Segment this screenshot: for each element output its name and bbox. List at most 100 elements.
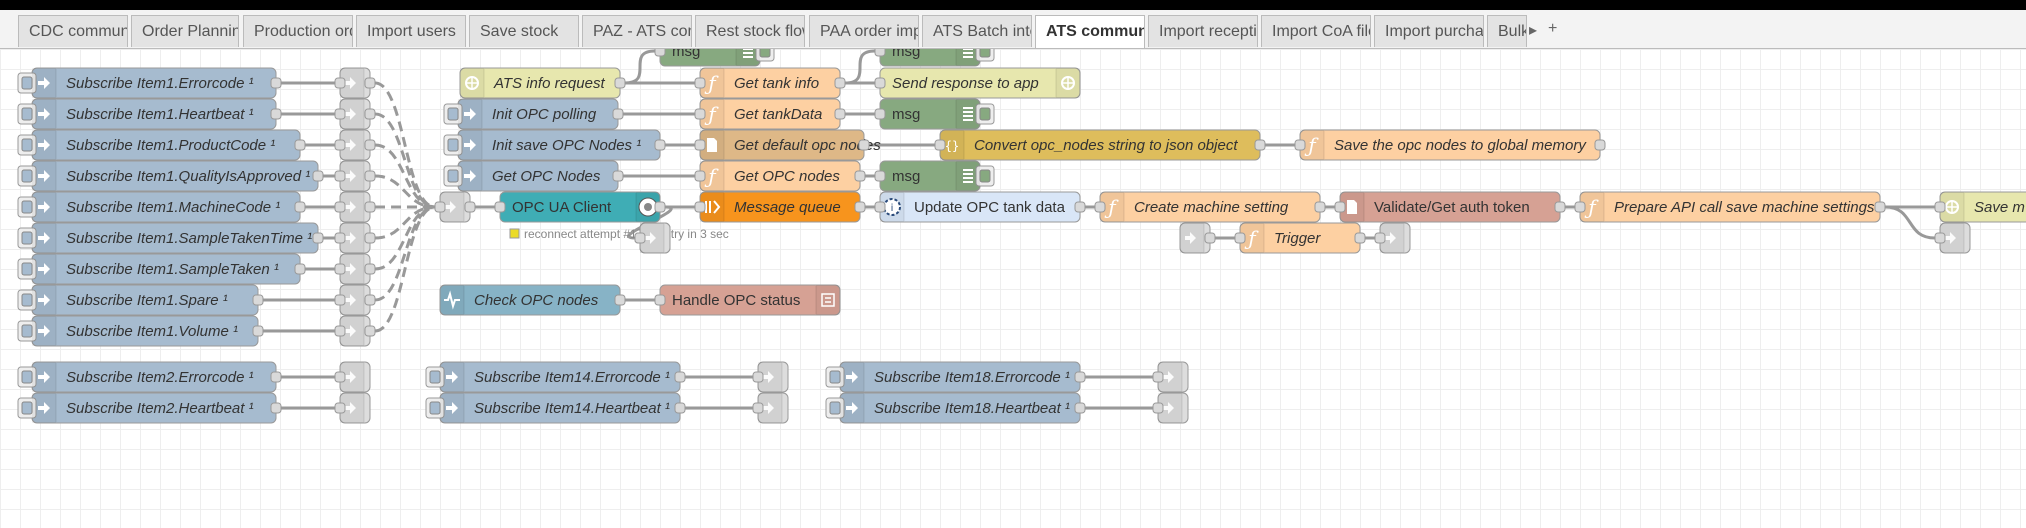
wire[interactable] bbox=[844, 49, 876, 85]
link-in-node-output-port[interactable] bbox=[464, 201, 476, 213]
add-tab-icon[interactable]: + bbox=[1548, 20, 1558, 37]
inject-get-opc-nodes[interactable]: Get OPC Nodes bbox=[443, 160, 624, 192]
function-update-opc-tank-data-output-port[interactable] bbox=[1074, 201, 1086, 213]
subscribe-node-sub1-productcode-button[interactable] bbox=[17, 134, 37, 156]
subscribe-node-sub1-errorcode-button[interactable] bbox=[17, 72, 37, 94]
opc-ua-client-node-output-port[interactable] bbox=[654, 201, 666, 213]
subscribe-node-sub18-errorcode[interactable]: Subscribe Item18.Errorcode ¹ bbox=[825, 361, 1086, 393]
tab-import-reception-file[interactable]: Import reception file bbox=[1148, 15, 1258, 47]
wire[interactable] bbox=[374, 205, 436, 333]
link-out-sub1-productcode-output-port[interactable] bbox=[364, 139, 376, 151]
function-validate-auth-token-input-port[interactable] bbox=[1334, 201, 1346, 213]
function-get-tank-info-input-port[interactable] bbox=[694, 77, 706, 89]
http-in-ats-info-request[interactable]: ATS info request bbox=[459, 67, 626, 99]
subscribe-node-sub18-errorcode-output-port[interactable] bbox=[1074, 371, 1086, 383]
tab-rest-stock-flow[interactable]: Rest stock flow bbox=[695, 15, 805, 47]
subscribe-node-sub1-heartbeat[interactable]: Subscribe Item1.Heartbeat ¹ bbox=[17, 98, 282, 130]
debug-msg-top-right-toggle[interactable] bbox=[975, 49, 995, 62]
link-out-sub1-errorcode-output-port[interactable] bbox=[364, 77, 376, 89]
function-handle-opc-status-input-port[interactable] bbox=[654, 294, 666, 306]
tab-import-coa-files[interactable]: Import CoA files bbox=[1261, 15, 1371, 47]
debug-msg-top[interactable]: msg bbox=[654, 49, 775, 67]
link-out-sub1-volume[interactable] bbox=[334, 315, 376, 347]
tab-order-planning[interactable]: Order Planning bbox=[131, 15, 239, 47]
tab-import-users[interactable]: Import users bbox=[356, 15, 466, 47]
function-get-tankdata-output-port[interactable] bbox=[834, 108, 846, 120]
subscribe-node-sub1-volume-output-port[interactable] bbox=[252, 325, 264, 337]
wire[interactable] bbox=[374, 174, 436, 209]
link-in-node[interactable] bbox=[434, 191, 476, 223]
function-prepare-api-call-output-port[interactable] bbox=[1874, 201, 1886, 213]
link-out-sub1-productcode-input-port[interactable] bbox=[334, 139, 346, 151]
subscribe-node-sub1-sampletaken-button[interactable] bbox=[17, 258, 37, 280]
subscribe-node-sub1-errorcode-output-port[interactable] bbox=[270, 77, 282, 89]
debug-msg-opc-nodes[interactable]: msg bbox=[874, 160, 995, 192]
link-out-sub18-errorcode-input-port[interactable] bbox=[1152, 371, 1164, 383]
http-response-send-response-input-port[interactable] bbox=[874, 77, 886, 89]
prepare-link-out-input-port[interactable] bbox=[1934, 232, 1946, 244]
subscribe-node-sub14-heartbeat-output-port[interactable] bbox=[674, 402, 686, 414]
inject-init-opc-polling-output-port[interactable] bbox=[612, 108, 624, 120]
subscribe-node-sub1-productcode-output-port[interactable] bbox=[294, 139, 306, 151]
subscribe-node-sub14-errorcode[interactable]: Subscribe Item14.Errorcode ¹ bbox=[425, 361, 686, 393]
subscribe-node-sub1-spare-button[interactable] bbox=[17, 289, 37, 311]
tab-scroll-right-icon[interactable]: ▸ bbox=[1529, 22, 1538, 39]
link-out-sub1-heartbeat[interactable] bbox=[334, 98, 376, 130]
http-in-ats-info-request-output-port[interactable] bbox=[614, 77, 626, 89]
subscribe-node-sub2-errorcode[interactable]: Subscribe Item2.Errorcode ¹ bbox=[17, 361, 282, 393]
debug-msg-top-right[interactable]: msg bbox=[874, 49, 995, 67]
subscribe-node-sub18-errorcode-button[interactable] bbox=[825, 366, 845, 388]
function-handle-opc-status[interactable]: Handle OPC status bbox=[654, 284, 841, 316]
json-convert-opc-nodes-output-port[interactable] bbox=[1254, 139, 1266, 151]
subscribe-node-sub1-machinecode[interactable]: Subscribe Item1.MachineCode ¹ bbox=[17, 191, 306, 223]
tab-cdc-communication[interactable]: CDC communicatio bbox=[18, 15, 128, 47]
function-create-machine-setting-input-port[interactable] bbox=[1094, 201, 1106, 213]
subscribe-node-sub14-errorcode-output-port[interactable] bbox=[674, 371, 686, 383]
inject-get-opc-nodes-button[interactable] bbox=[443, 165, 463, 187]
function-create-machine-setting-output-port[interactable] bbox=[1314, 201, 1326, 213]
link-out-sub1-spare-input-port[interactable] bbox=[334, 294, 346, 306]
prepare-link-out[interactable] bbox=[1934, 222, 1971, 254]
subscribe-node-sub2-heartbeat[interactable]: Subscribe Item2.Heartbeat ¹ bbox=[17, 392, 282, 424]
wire[interactable] bbox=[374, 205, 436, 240]
subscribe-node-sub14-heartbeat-button[interactable] bbox=[425, 397, 445, 419]
subscribe-node-sub1-spare[interactable]: Subscribe Item1.Spare ¹ bbox=[17, 284, 264, 316]
template-get-default-opc-nodes[interactable]: Get default opc nodes bbox=[694, 129, 881, 161]
function-update-opc-tank-data-input-port[interactable] bbox=[874, 201, 886, 213]
debug-msg-tankdata-input-port[interactable] bbox=[874, 108, 886, 120]
json-convert-opc-nodes[interactable]: {}Convert opc_nodes string to json objec… bbox=[934, 129, 1266, 161]
debug-msg-top-toggle[interactable] bbox=[755, 49, 775, 62]
wire[interactable] bbox=[374, 81, 436, 209]
debug-msg-opc-nodes-toggle[interactable] bbox=[975, 165, 995, 187]
tab-ats-communication[interactable]: ATS communicatio bbox=[1035, 15, 1145, 48]
link-out-sub1-machinecode-output-port[interactable] bbox=[364, 201, 376, 213]
subscribe-node-sub18-heartbeat-button[interactable] bbox=[825, 397, 845, 419]
debug-msg-top-input-port[interactable] bbox=[654, 49, 666, 57]
debug-msg-opc-nodes-input-port[interactable] bbox=[874, 170, 886, 182]
link-out-sub1-sampletaken-output-port[interactable] bbox=[364, 263, 376, 275]
link-out-sub18-errorcode[interactable] bbox=[1152, 361, 1189, 393]
http-response-send-response[interactable]: Send response to app bbox=[874, 67, 1081, 99]
subscribe-node-sub1-sampletaken[interactable]: Subscribe Item1.SampleTaken ¹ bbox=[17, 253, 306, 285]
subscribe-node-sub1-sampletakentime-button[interactable] bbox=[17, 227, 37, 249]
wire[interactable] bbox=[1884, 205, 1936, 240]
message-queue-node-input-port[interactable] bbox=[694, 201, 706, 213]
subscribe-node-sub18-heartbeat-output-port[interactable] bbox=[1074, 402, 1086, 414]
function-validate-auth-token-output-port[interactable] bbox=[1554, 201, 1566, 213]
link-out-sub1-spare[interactable] bbox=[334, 284, 376, 316]
subscribe-node-sub2-heartbeat-button[interactable] bbox=[17, 397, 37, 419]
trigger-link-in[interactable] bbox=[1179, 222, 1216, 254]
link-in-node-input-port[interactable] bbox=[434, 201, 446, 213]
subscribe-node-sub1-sampletaken-output-port[interactable] bbox=[294, 263, 306, 275]
tab-bulk[interactable]: Bulk c bbox=[1487, 15, 1527, 47]
link-out-sub1-machinecode-input-port[interactable] bbox=[334, 201, 346, 213]
http-request-save-m[interactable]: Save m bbox=[1934, 191, 2026, 223]
subscribe-node-sub14-heartbeat[interactable]: Subscribe Item14.Heartbeat ¹ bbox=[425, 392, 686, 424]
link-out-sub2-heartbeat-input-port[interactable] bbox=[334, 402, 346, 414]
link-out-sub14-errorcode-input-port[interactable] bbox=[752, 371, 764, 383]
